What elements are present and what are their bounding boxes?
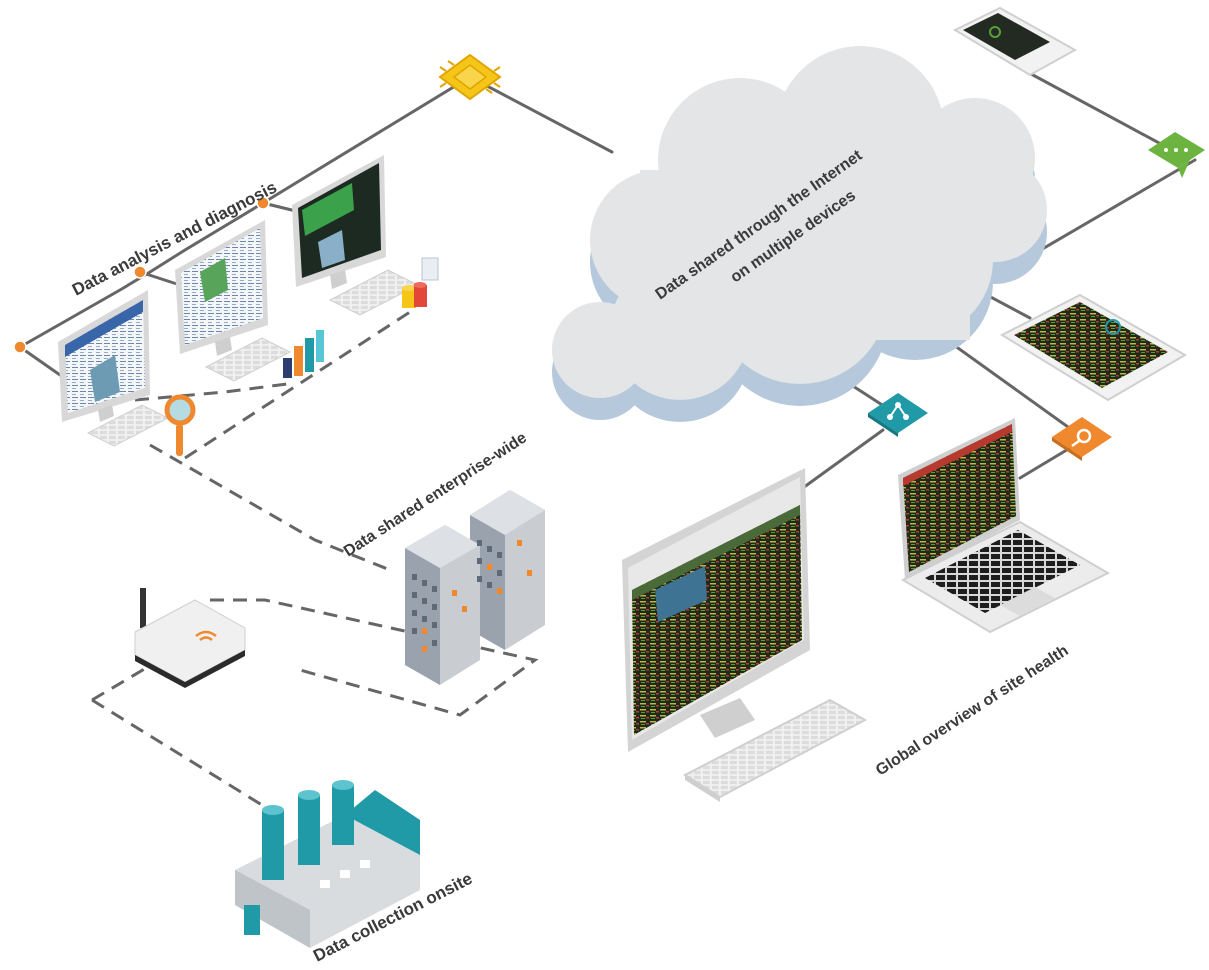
workstation-1 xyxy=(58,290,170,447)
cloud-icon xyxy=(552,46,1047,422)
database-icon xyxy=(402,257,439,308)
buildings-icon xyxy=(405,490,545,685)
share-icon xyxy=(868,393,928,437)
chip-icon xyxy=(438,53,502,101)
tablet-icon xyxy=(999,293,1187,402)
laptop-icon xyxy=(898,418,1111,634)
junction-dots xyxy=(13,196,270,354)
search-icon xyxy=(1052,417,1112,461)
large-monitor xyxy=(622,468,868,802)
workstation-2 xyxy=(175,220,292,382)
label-global: Global overview of site health xyxy=(873,642,1072,779)
workstation-3 xyxy=(292,155,420,316)
phone-icon xyxy=(952,6,1078,77)
router-icon xyxy=(134,588,246,688)
chat-icon xyxy=(1148,132,1205,178)
bar-chart-icon xyxy=(283,330,324,378)
magnifier-icon xyxy=(164,394,196,456)
factory-icon xyxy=(235,780,420,948)
